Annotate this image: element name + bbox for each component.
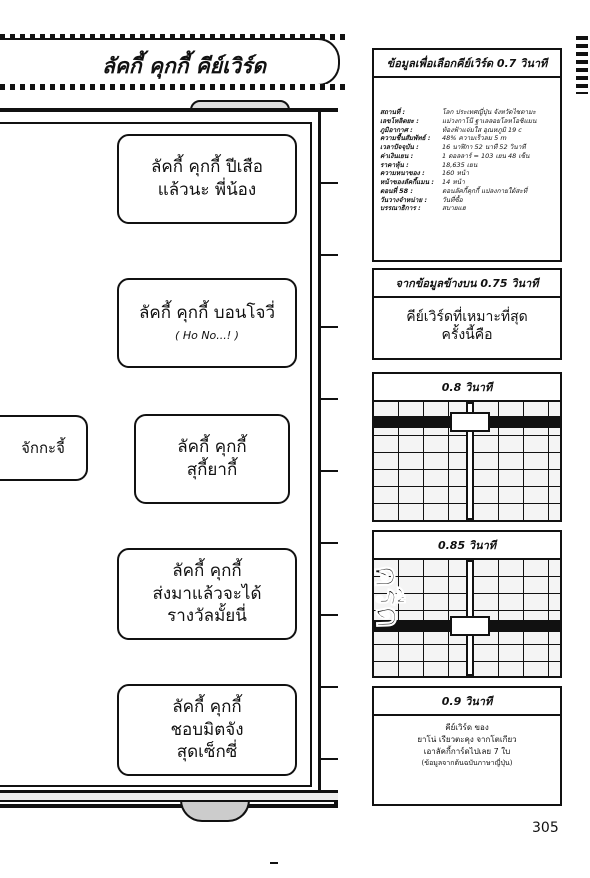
info-key: เลขโหลิตยะ : <box>380 116 419 125</box>
choose-panel-header: จากข้อมูลข้างบน 0.75 วินาที <box>374 270 560 298</box>
info-row: เวลาปัจจุบัน : 16 นาฬิกา 52 นาที 52 วินาท… <box>380 143 554 152</box>
panel-0-85: 0.85 วินาที ครืด <box>372 530 562 678</box>
card-sub: ( Ho No...! ) <box>175 329 239 343</box>
info-panel: ข้อมูลเพื่อเลือกคีย์เวิร์ด 0.7 วินาที สถ… <box>372 48 562 262</box>
info-value: 16 นาฬิกา 52 นาที 52 วินาที <box>442 143 526 152</box>
info-row: สถานที่ : โลก ประเทศญี่ปุ่น จังหวัดไซตามะ <box>380 108 554 117</box>
final-message: คีย์เวิร์ด ของ ยาโน่ เรียวตะคุง จากโตเกี… <box>374 716 560 775</box>
machine-base <box>0 790 338 802</box>
banner-title: ลัคกี้ คุกกี้ คีย์เวิร์ด <box>102 54 266 78</box>
info-row: ความหนาของ : 160 หน้า <box>380 169 554 178</box>
final-line: ยาโน่ เรียวตะคุง จากโตเกียว <box>417 735 517 744</box>
info-value: 48% ความเร็วลม 5 m <box>442 134 507 143</box>
final-line: คีย์เวิร์ด ของ <box>445 723 489 732</box>
info-panel-header: ข้อมูลเพื่อเลือกคีย์เวิร์ด 0.7 วินาที <box>374 50 560 78</box>
page-number: 305 <box>532 820 559 836</box>
info-key: ภูมิอากาศ : <box>380 125 413 134</box>
info-row: หน้าของลัคกี้แมน : 14 หน้า <box>380 178 554 187</box>
info-key: ความชื้นสัมพัทธ์ : <box>380 134 431 143</box>
card-line: รางวัลมั้ยนี่ <box>167 606 247 627</box>
banner-dots-bottom <box>0 84 346 90</box>
machine-side-rail <box>318 112 338 802</box>
info-key: ค่าเงินเยน : <box>380 151 414 160</box>
card-line: ชอบมิตจัง <box>170 719 244 740</box>
machine-grid-illustration <box>374 402 560 520</box>
info-value: 18,635 เยน <box>442 160 478 169</box>
keyword-card-stub: จักกะจี้ <box>0 415 88 481</box>
info-value: ตอนลัคกี้คุกกี้ แปลงกายใต้สะที่ <box>442 186 528 195</box>
info-value: 160 หน้า <box>442 169 469 178</box>
choose-panel-body: คีย์เวิร์ดที่เหมาะที่สุด ครั้งนี้คือ <box>374 298 560 354</box>
machine-stand <box>180 800 250 822</box>
title-banner: ลัคกี้ คุกกี้ คีย์เวิร์ด <box>0 38 340 86</box>
chain-decoration <box>576 36 588 94</box>
info-key: หน้าของลัคกี้แมน : <box>380 178 434 187</box>
info-value: แม่วงกาโน๊ ฐาเลลอยโลหโอชิแมน <box>442 116 537 125</box>
info-key: ราคาหุ้น : <box>380 160 409 169</box>
sound-effect-text: ครืด <box>374 564 409 629</box>
card-line: ลัคกี้ คุกกี้ บอนโจวี่ <box>138 303 276 324</box>
keyword-card-5: ลัคกี้ คุกกี้ ชอบมิตจัง สุดเซ็กซี่ <box>117 684 297 776</box>
info-row: ภูมิอากาศ : ท้องฟ้าแจ่มใส อุณหภูมิ 19 c <box>380 126 554 135</box>
info-key: เวลาปัจจุบัน : <box>380 143 419 152</box>
card-line: ส่งมาแล้วจะได้ <box>152 583 262 604</box>
machine-grid-illustration: ครืด <box>374 560 560 676</box>
bottom-mark <box>270 862 278 864</box>
info-key: บรรณาธิการ : <box>380 204 421 213</box>
final-line: เอาลัคกี้การ์ดไปเลย 7 ใบ <box>423 747 511 756</box>
keyword-card-4: ลัคกี้ คุกกี้ ส่งมาแล้วจะได้ รางวัลมั้ยน… <box>117 548 297 640</box>
info-row: วันวางจำหน่าย : วันที่ซื้อ <box>380 196 554 205</box>
info-value: 14 หน้า <box>442 178 465 187</box>
banner-dots-top <box>0 34 346 40</box>
final-note: (ข้อมูลจากต้นฉบับภาษาญี่ปุ่น) <box>421 759 513 767</box>
card-line: ลัคกี้ คุกกี้ <box>177 437 247 458</box>
info-value: โลก ประเทศญี่ปุ่น จังหวัดไซตามะ <box>442 108 536 116</box>
card-line: ลัคกี้ คุกกี้ ปีเสือ <box>150 157 264 178</box>
card-line: สุดเซ็กซี่ <box>176 742 238 763</box>
keyword-card-2: ลัคกี้ คุกกี้ บอนโจวี่ ( Ho No...! ) <box>117 278 297 368</box>
card-line: สุกี้ยากี้ <box>186 460 238 480</box>
card-line: แล้วนะ พี่น้อง <box>157 180 257 200</box>
info-value: ท้องฟ้าแจ่มใส อุณหภูมิ 19 c <box>442 125 522 134</box>
info-value: สบายแฮ <box>442 204 466 213</box>
panel-0-9-header: 0.9 วินาที <box>374 688 560 716</box>
grid-hub <box>450 412 490 432</box>
info-key: ตอนที่ 58 : <box>380 186 414 195</box>
panel-0-85-header: 0.85 วินาที <box>374 532 560 560</box>
panel-0-9: 0.9 วินาที คีย์เวิร์ด ของ ยาโน่ เรียวตะค… <box>372 686 562 806</box>
info-row: ค่าเงินเยน : 1 ดอลลาร์ = 103 เยน 48 เซ็น <box>380 152 554 161</box>
choose-panel: จากข้อมูลข้างบน 0.75 วินาที คีย์เวิร์ดที… <box>372 268 562 360</box>
info-key: วันวางจำหน่าย : <box>380 195 428 204</box>
info-key: ความหนาของ : <box>380 169 425 178</box>
info-value: 1 ดอลลาร์ = 103 เยน 48 เซ็น <box>442 151 530 160</box>
card-line: ลัคกี้ คุกกี้ <box>172 560 242 581</box>
choose-line: ครั้งนี้คือ <box>441 327 493 344</box>
panel-0-8: 0.8 วินาที <box>372 372 562 522</box>
info-value: วันที่ซื้อ <box>442 195 463 204</box>
grid-hub <box>450 616 490 636</box>
card-line: ลัคกี้ คุกกี้ <box>172 696 242 717</box>
info-row: ความชื้นสัมพัทธ์ : 48% ความเร็วลม 5 m <box>380 134 554 143</box>
choose-line: คีย์เวิร์ดที่เหมาะที่สุด <box>406 309 528 325</box>
info-row: เลขโหลิตยะ : แม่วงกาโน๊ ฐาเลลอยโลหโอชิแมน <box>380 117 554 126</box>
grid-pole <box>466 402 474 520</box>
keyword-card-1: ลัคกี้ คุกกี้ ปีเสือ แล้วนะ พี่น้อง <box>117 134 297 224</box>
panel-0-8-header: 0.8 วินาที <box>374 374 560 402</box>
info-row: บรรณาธิการ : สบายแฮ <box>380 204 554 213</box>
info-row: ตอนที่ 58 : ตอนลัคกี้คุกกี้ แปลงกายใต้สะท… <box>380 187 554 196</box>
stub-label: จักกะจี้ <box>21 439 65 457</box>
info-table: สถานที่ : โลก ประเทศญี่ปุ่น จังหวัดไซตามะ… <box>374 78 560 217</box>
info-row: ราคาหุ้น : 18,635 เยน <box>380 161 554 170</box>
machine-inner-frame <box>0 122 312 787</box>
keyword-card-3: ลัคกี้ คุกกี้ สุกี้ยากี้ <box>134 414 290 504</box>
info-key: สถานที่ : <box>380 108 406 116</box>
